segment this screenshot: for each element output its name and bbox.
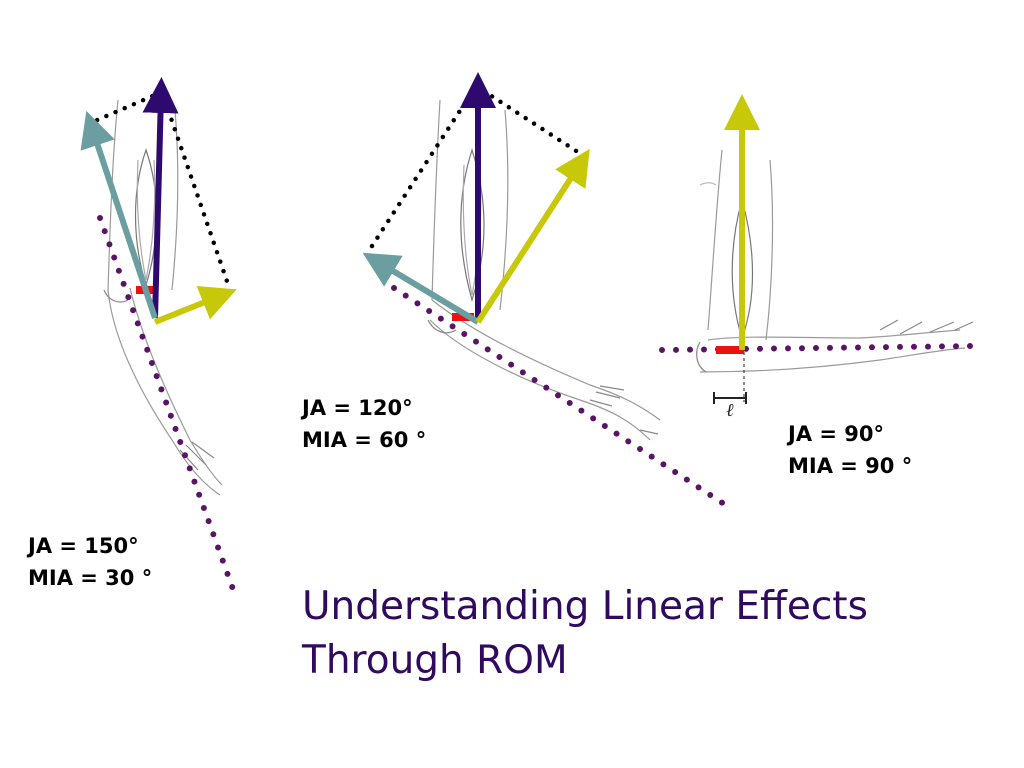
label-panel-120: JA = 120° MIA = 60 ° — [302, 392, 426, 456]
moment-arm-bracket — [713, 392, 747, 404]
label-panel-90: JA = 90° MIA = 90 ° — [788, 418, 912, 482]
arm-sketch-150 — [103, 99, 223, 496]
slide-title-line-2: Through ROM — [302, 638, 568, 683]
rotary-arrow-120 — [475, 148, 590, 324]
slide-title: Understanding Linear Effects Through ROM — [302, 580, 868, 688]
panel-90: ℓ — [659, 94, 975, 421]
ja-value-90: JA = 90° — [788, 422, 885, 446]
elbow-marker-90 — [716, 346, 744, 354]
mia-value-90: MIA = 90 ° — [788, 454, 913, 478]
elbow-marker-120 — [452, 313, 474, 321]
slide-title-line-1: Understanding Linear Effects — [302, 584, 868, 629]
stabilizing-arrow-120 — [362, 252, 480, 325]
forearm-axis-90 — [659, 343, 975, 353]
forearm-axis-150 — [97, 215, 237, 595]
moment-arm-symbol: ℓ — [726, 400, 734, 421]
arm-sketch-120 — [427, 99, 661, 441]
ja-value-120: JA = 120° — [302, 396, 413, 420]
muscle-force-arrow-150 — [142, 77, 179, 319]
panel-150 — [80, 77, 237, 595]
stabilizing-arrow-150 — [80, 110, 158, 319]
ja-value-150: JA = 150° — [28, 534, 139, 558]
label-panel-150: JA = 150° MIA = 30 ° — [28, 530, 152, 594]
mia-value-150: MIA = 30 ° — [28, 566, 153, 590]
arm-sketch-90 — [696, 149, 974, 402]
rotary-arrow-150 — [153, 285, 237, 325]
forearm-axis-120 — [391, 285, 727, 507]
panel-120 — [362, 72, 727, 507]
mia-value-120: MIA = 60 ° — [302, 428, 427, 452]
